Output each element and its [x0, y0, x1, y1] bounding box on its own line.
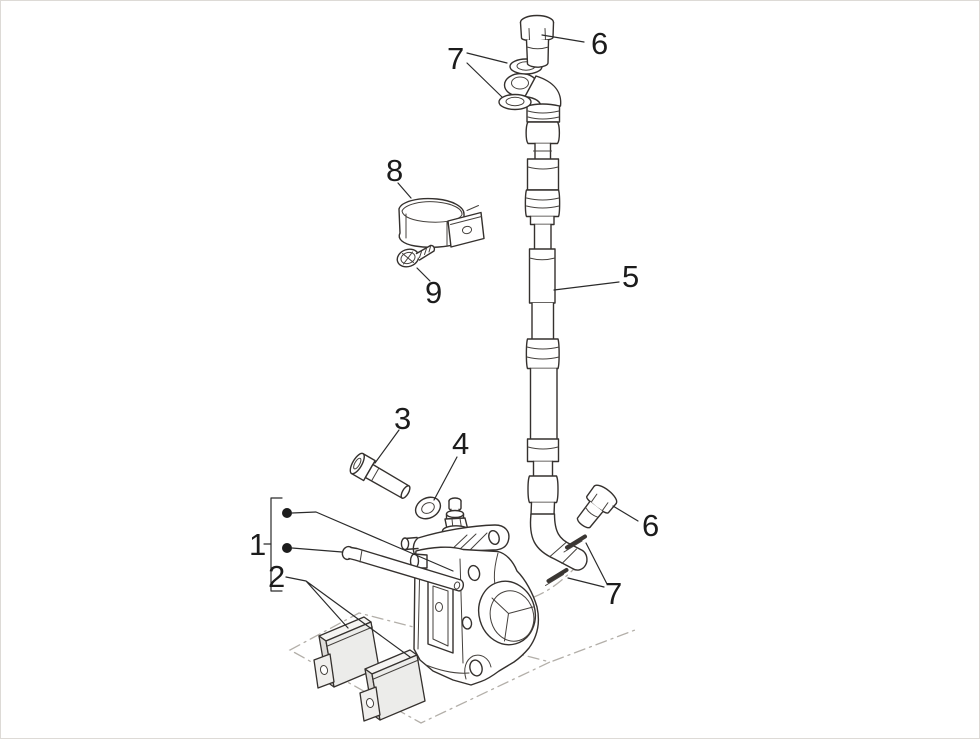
callout-1: 1	[249, 527, 266, 562]
hose-clamp	[398, 197, 485, 248]
callout-5: 5	[622, 259, 639, 294]
callout-7-top: 7	[447, 41, 464, 76]
clamp-tab-hole	[461, 225, 473, 235]
mount-bar-hole	[488, 529, 500, 546]
mount-bar-boss-end	[400, 537, 410, 551]
banjo-bolt-bottom	[576, 484, 618, 529]
caliper-mid-hole	[461, 616, 473, 630]
callouts: 6 7 8 9 5 3 4 6 7 1 2	[249, 26, 659, 658]
caliper-ear-hole	[467, 564, 481, 582]
callout-6-bottom: 6	[642, 508, 659, 543]
banjo-washers-bottom	[545, 534, 587, 586]
callout-6-top: 6	[591, 26, 608, 61]
clamp-screw	[396, 244, 436, 268]
callout-3: 3	[394, 401, 411, 436]
callout-1-bullet-upper	[282, 508, 292, 518]
caliper-window-inner	[432, 585, 449, 647]
pad-tab-hole	[365, 698, 375, 708]
mount-washer	[414, 496, 442, 520]
caliper-window-outer	[427, 578, 454, 654]
callout-2: 2	[268, 559, 285, 594]
brake-pad-front	[359, 649, 426, 722]
banjo-bolt-top	[519, 14, 555, 68]
caliper-bore	[477, 580, 537, 646]
callout-4: 4	[452, 426, 469, 461]
callout-7-bottom: 7	[605, 576, 622, 611]
mounting-bolt	[349, 452, 411, 499]
brake-hose	[503, 72, 588, 571]
callout-8: 8	[386, 153, 403, 188]
pad-tab-hole	[319, 665, 329, 675]
pad-pin	[341, 545, 464, 592]
callout-9: 9	[425, 275, 442, 310]
brake-caliper-body	[400, 497, 540, 686]
callout-1-bullet-lower	[282, 543, 292, 553]
caliper-face-hole	[435, 602, 443, 612]
hose-lower-elbow	[529, 513, 588, 571]
caliper-lug-hole	[469, 659, 483, 677]
